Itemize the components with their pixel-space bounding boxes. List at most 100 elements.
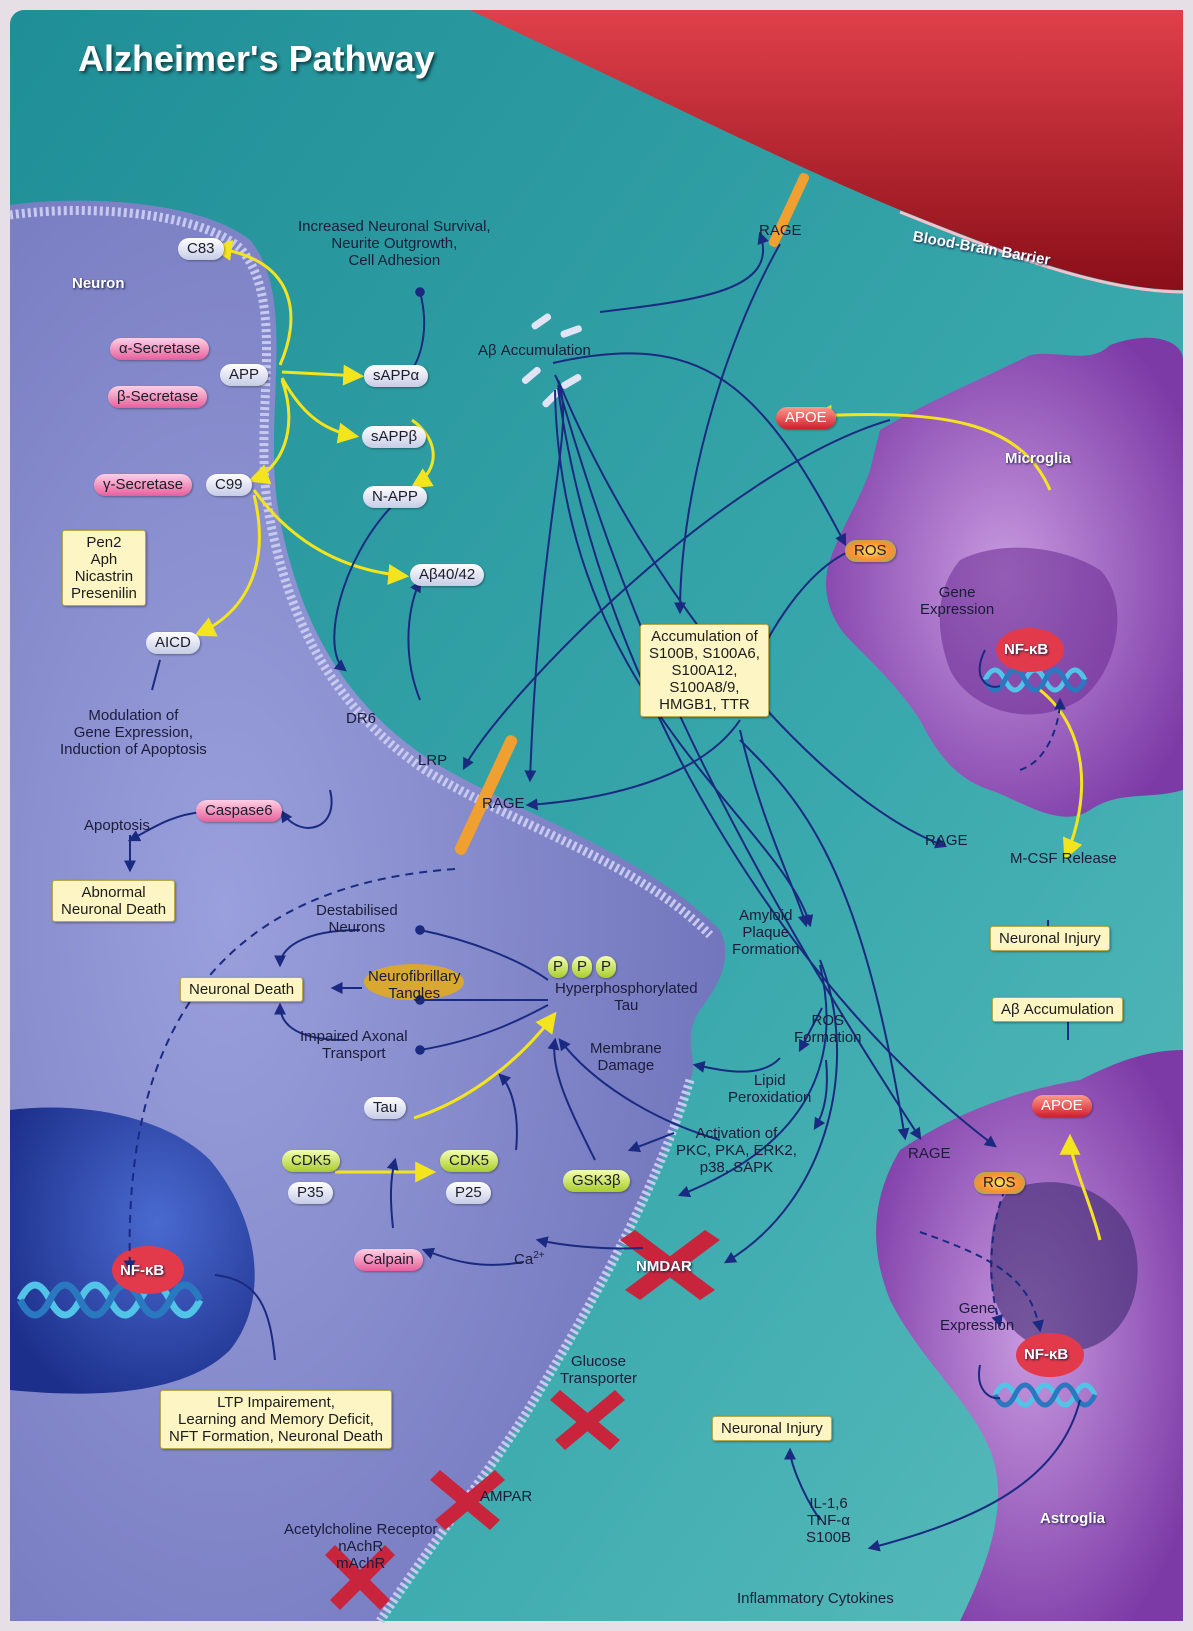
nft-line: Tangles: [388, 985, 441, 1002]
destabilised-label: Destabilised Neurons: [316, 902, 398, 936]
rage-receptor-bbb-shape: [768, 172, 810, 248]
dr6-label: DR6: [346, 710, 377, 727]
hyper-line: Tau: [614, 997, 639, 1014]
p25-node: P25: [446, 1182, 491, 1204]
astroglia-label: Astroglia: [1040, 1510, 1106, 1527]
cdk5-b-node: CDK5: [440, 1150, 499, 1172]
ampar-label: AMPAR: [480, 1488, 533, 1505]
rage-bbb-label: RAGE: [759, 222, 802, 239]
achr-line: nAchR: [338, 1538, 384, 1555]
nfkb-microglia-label: NF-κB: [1004, 641, 1049, 658]
gene-expression-line: Expression: [940, 1317, 1015, 1334]
lipid-perox-line: Lipid: [753, 1072, 786, 1089]
nft-label: Neurofibrillary Tangles: [368, 968, 461, 1002]
c99-node: C99: [206, 474, 252, 496]
nfkb-neuron-label: NF-κB: [120, 1262, 165, 1279]
gamma-complex-line: Pen2: [86, 534, 122, 551]
tau-node: Tau: [364, 1097, 407, 1119]
ros-formation-label: ROS Formation: [794, 1012, 862, 1046]
amyloid-line: Formation: [732, 941, 800, 958]
phospho-p-3: P: [596, 956, 617, 978]
gamma-complex-line: Nicastrin: [74, 568, 134, 585]
accumulation-line: S100B, S100A6,: [649, 645, 760, 662]
ros-node: ROS: [845, 540, 896, 562]
achr-line: Acetylcholine Receptor: [284, 1521, 438, 1538]
survival-line: Increased Neuronal Survival,: [298, 218, 491, 235]
survival-label: Increased Neuronal Survival, Neurite Out…: [298, 218, 491, 269]
tangles-shape: [364, 964, 464, 1000]
ros-formation-line: ROS: [811, 1012, 845, 1029]
sappb-node: sAPPβ: [362, 426, 427, 448]
gamma-complex-line: Aph: [90, 551, 118, 568]
lipid-perox-line: Peroxidation: [728, 1089, 812, 1106]
nfkb-astroglia-label: NF-κB: [1024, 1346, 1069, 1363]
gene-expression-line: Gene: [958, 1300, 996, 1317]
glucose-label: Glucose Transporter: [560, 1353, 637, 1387]
astroglia-neuronal-injury-box: Neuronal Injury: [712, 1416, 832, 1441]
destabilised-line: Neurons: [328, 919, 386, 936]
c83-node: C83: [178, 238, 224, 260]
achr-label: Acetylcholine Receptor nAchR mAchR: [284, 1521, 437, 1572]
abnormal-death-line: Neuronal Death: [61, 901, 167, 918]
achr-shape: [325, 1545, 395, 1610]
inflammatory-cytokines-label: Inflammatory Cytokines: [737, 1590, 894, 1607]
nfkb-microglia-shape: [996, 628, 1064, 672]
survival-line: Cell Adhesion: [348, 252, 441, 269]
hyper-line: Hyperphosphorylated: [555, 980, 698, 997]
beta-secretase-node: β-Secretase: [108, 386, 208, 408]
survival-line: Neurite Outgrowth,: [331, 235, 458, 252]
phospho-p-1: P: [548, 956, 569, 978]
activation-line: PKC, PKA, ERK2,: [676, 1142, 797, 1159]
modulation-line: Modulation of: [88, 707, 179, 724]
astroglia-ros-node: ROS: [974, 1172, 1025, 1194]
neuron-membrane: [9, 206, 714, 939]
glucose-line: Transporter: [560, 1370, 637, 1387]
astroglia-gene-expression-label: Gene Expression: [940, 1300, 1014, 1334]
abnormal-death-box: Abnormal Neuronal Death: [52, 880, 176, 922]
astroglia-rage-label: RAGE: [908, 1145, 951, 1162]
astroglia-nucleus: [990, 1182, 1138, 1352]
gene-expression-line: Gene: [938, 584, 976, 601]
nmdar-label: NMDAR: [636, 1258, 692, 1275]
neuron-label: Neuron: [72, 275, 125, 292]
nfkb-astroglia-shape: [1016, 1333, 1084, 1377]
impaired-line: Impaired Axonal: [300, 1028, 408, 1045]
membrane-damage-label: Membrane Damage: [590, 1040, 662, 1074]
cdk5-a-node: CDK5: [282, 1150, 341, 1172]
sappa-node: sAPPα: [364, 365, 429, 387]
gamma-complex-line: Presenilin: [71, 585, 137, 602]
astroglia-ab-accumulation-box: Aβ Accumulation: [992, 997, 1123, 1022]
activation-line: Activation of: [695, 1125, 778, 1142]
abeta-fragments: [521, 313, 582, 408]
cytokines-label: IL-1,6 TNF-α S100B: [806, 1495, 851, 1546]
rage-neuron-label: RAGE: [482, 795, 525, 812]
microglia-label: Microglia: [1005, 450, 1071, 467]
abnormal-death-line: Abnormal: [81, 884, 146, 901]
lipid-perox-label: Lipid Peroxidation: [728, 1072, 811, 1106]
modulation-line: Gene Expression,: [73, 724, 193, 741]
caspase6-node: Caspase6: [196, 800, 282, 822]
membrane-damage-line: Damage: [597, 1057, 655, 1074]
accumulation-line: S100A12,: [671, 662, 738, 679]
activation-label: Activation of PKC, PKA, ERK2, p38, SAPK: [676, 1125, 797, 1176]
app-node: APP: [220, 364, 269, 386]
blood-vessel: [470, 10, 1183, 290]
glucose-line: Glucose: [570, 1353, 626, 1370]
p35-node: P35: [288, 1182, 333, 1204]
lrp-label: LRP: [418, 752, 448, 769]
ltp-line: Learning and Memory Deficit,: [178, 1411, 374, 1428]
gsk3b-node: GSK3β: [563, 1170, 630, 1192]
ampar-shape: [430, 1470, 505, 1530]
dna-helix-neuron: [16, 1281, 204, 1319]
hyperphosphorylated-tau-label: Hyperphosphorylated Tau: [555, 980, 698, 1014]
nft-line: Neurofibrillary: [368, 968, 461, 985]
calpain-node: Calpain: [354, 1249, 423, 1271]
yellow-arrows: [194, 239, 1102, 1241]
amyloid-label: Amyloid Plaque Formation: [732, 907, 800, 958]
cytokine-line: TNF-α: [807, 1512, 850, 1529]
modulation-label: Modulation of Gene Expression, Induction…: [60, 707, 207, 758]
phospho-p-2: P: [572, 956, 593, 978]
page-title: Alzheimer's Pathway: [78, 38, 435, 79]
